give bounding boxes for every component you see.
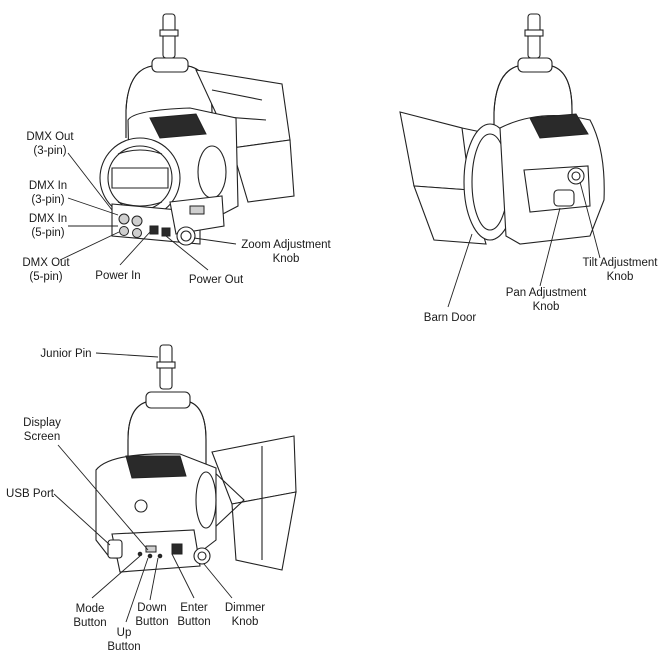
label-dmx-out-5pin-sub: (5-pin) <box>29 271 62 283</box>
label-dmx-in-3pin: DMX In <box>29 180 67 192</box>
label-pan-knob: Pan Adjustment <box>506 287 587 299</box>
label-dmx-out-3pin-sub: (3-pin) <box>33 145 66 157</box>
label-dmx-out-3pin: DMX Out <box>26 131 74 143</box>
label-pan-knob-sub: Knob <box>533 301 560 313</box>
label-enter-button: Enter <box>180 602 208 614</box>
label-down-button-sub: Button <box>135 616 168 628</box>
label-dimmer-knob: Dimmer <box>225 602 265 614</box>
label-mode-button: Mode <box>76 603 105 615</box>
label-tilt-knob-sub: Knob <box>607 271 634 283</box>
label-up-button-sub: Button <box>107 641 140 653</box>
view-front <box>99 13 295 246</box>
label-display-screen-sub: Screen <box>24 431 60 443</box>
label-usb-port: USB Port <box>6 488 55 500</box>
label-down-button: Down <box>137 602 166 614</box>
label-display-screen: Display <box>23 417 61 429</box>
label-barn-door: Barn Door <box>424 312 477 324</box>
label-dmx-in-5pin: DMX In <box>29 213 67 225</box>
label-dmx-in-5pin-sub: (5-pin) <box>31 227 64 239</box>
label-zoom-knob-sub: Knob <box>273 253 300 265</box>
label-power-out: Power Out <box>189 274 244 286</box>
label-power-in: Power In <box>95 270 140 282</box>
label-junior-pin: Junior Pin <box>40 348 91 360</box>
label-tilt-knob: Tilt Adjustment <box>583 257 659 269</box>
label-enter-button-sub: Button <box>177 616 210 628</box>
label-zoom-knob: Zoom Adjustment <box>241 239 331 251</box>
labels: DMX Out (3-pin) DMX In (3-pin) DMX In (5… <box>6 131 658 653</box>
label-dmx-out-5pin: DMX Out <box>22 257 70 269</box>
label-dimmer-knob-sub: Knob <box>232 616 259 628</box>
label-up-button: Up <box>117 627 132 639</box>
label-dmx-in-3pin-sub: (3-pin) <box>31 194 64 206</box>
view-rear <box>399 13 605 245</box>
label-mode-button-sub: Button <box>73 617 106 629</box>
leader-lines <box>53 152 601 623</box>
view-side <box>95 344 297 573</box>
